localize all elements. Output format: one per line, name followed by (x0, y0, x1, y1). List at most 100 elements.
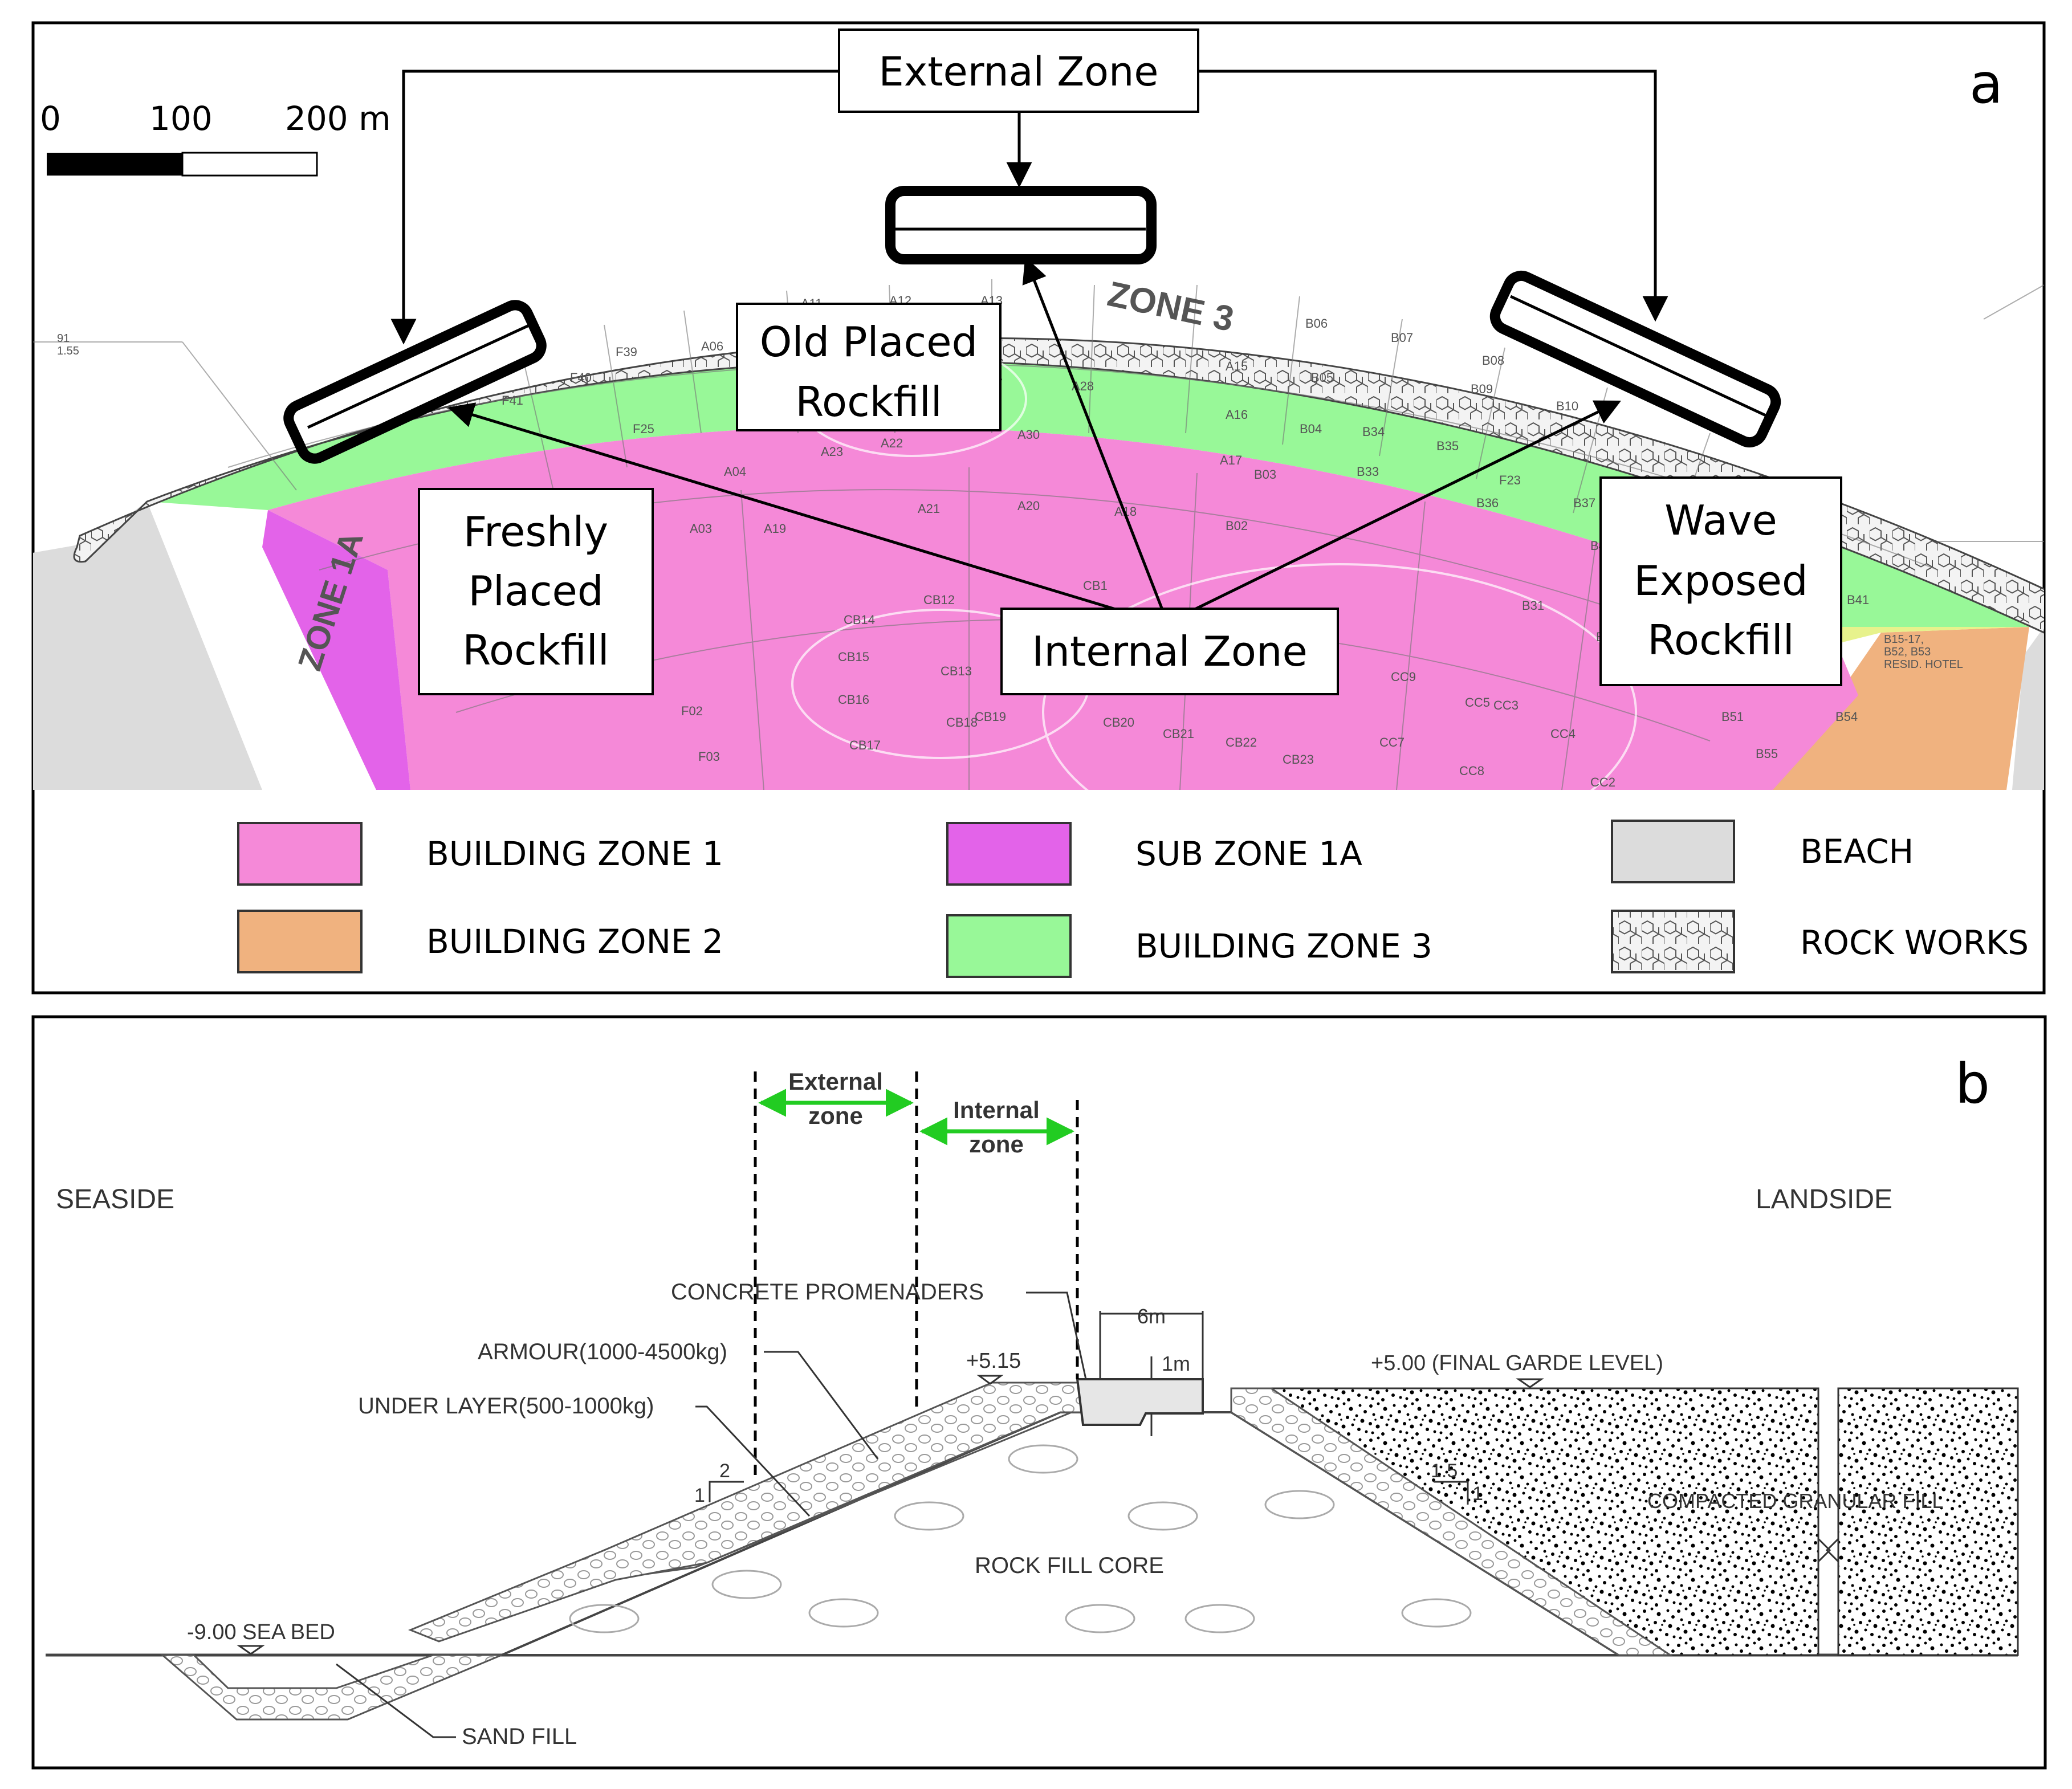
landside-armour-band (1230, 1387, 1673, 1656)
seaside-label: SEASIDE (56, 1184, 174, 1215)
plot-label: A30 (1017, 427, 1040, 442)
plot-label: F23 (1499, 473, 1521, 487)
panel-a: ZONE 3 ZONE 1A F39A06A11A12A13B06B07B08F… (31, 21, 2046, 995)
legend-building-zone-3: BUILDING ZONE 3 (946, 914, 1432, 978)
plot-label: B54 (1835, 710, 1858, 724)
plot-label: B51 (1721, 710, 1744, 724)
plot-label: CC9 (1391, 670, 1416, 684)
building-zone-3-area (147, 357, 2029, 627)
plot-label: B36 (1476, 496, 1499, 510)
legend-swatch (237, 910, 363, 973)
plot-label: B55 (1756, 747, 1778, 761)
scale-bar-white (181, 152, 318, 177)
legend-swatch (946, 914, 1072, 978)
svg-text:Rockfill: Rockfill (462, 626, 609, 674)
old-placed-rockfill-callout: Old Placed Rockfill (736, 303, 1002, 431)
svg-text:Placed: Placed (468, 567, 603, 615)
sea-bed-marker (237, 1645, 265, 1655)
seaward-slope-1: 1 (694, 1485, 705, 1506)
building-zone-2-area (1773, 627, 2029, 790)
crest-level-label: +5.15 (966, 1349, 1021, 1373)
legend-swatch (237, 822, 363, 886)
plot-label: CB20 (1103, 715, 1134, 730)
armour-label: ARMOUR(1000-4500kg) (478, 1339, 727, 1364)
plot-label: A06 (701, 339, 723, 353)
plot-label: B05 (1311, 370, 1333, 385)
external-left-connector (390, 70, 839, 345)
rock-fill-core-label: ROCK FILL CORE (975, 1553, 1164, 1578)
plot-label: CB12 (923, 593, 955, 607)
plot-label: B35 (1436, 439, 1459, 453)
callout-connectors (390, 70, 1668, 618)
plot-label: B31 (1522, 598, 1544, 613)
plot-label: A17 (1220, 453, 1242, 467)
plot-label: CC3 (1493, 698, 1519, 712)
external-zone-label-1: External (788, 1068, 883, 1095)
internal-zone-label-1: Internal (953, 1097, 1040, 1123)
compacted-fill-label: COMPACTED GRANULAR FILL (1647, 1489, 1943, 1513)
plot-label: CC8 (1459, 764, 1484, 778)
edge-labels: 911.55 (57, 332, 79, 357)
plot-label: CC5 (1465, 695, 1490, 710)
width-6m-label: 6m (1137, 1305, 1166, 1328)
svg-text:Freshly: Freshly (463, 508, 608, 556)
hotel-label: RESID. HOTEL (1884, 658, 1963, 671)
plot-label: B04 (1300, 422, 1322, 436)
concrete-leader (1026, 1291, 1087, 1380)
plot-label: CB15 (838, 650, 869, 664)
sand-fill-label: SAND FILL (462, 1724, 577, 1749)
panel-b-letter: b (1955, 1052, 1990, 1116)
plot-label: F41 (502, 393, 523, 407)
svg-text:Rockfill: Rockfill (1647, 616, 1794, 664)
internal-to-right (1190, 400, 1622, 613)
legend-swatch (946, 822, 1072, 886)
crest-level-marker (976, 1375, 1004, 1385)
plot-label: CB14 (844, 613, 875, 627)
under-layer-leader (695, 1405, 811, 1517)
plot-label: CC2 (1590, 775, 1615, 789)
plot-label: CC7 (1379, 735, 1405, 749)
toe-trench (160, 1654, 502, 1721)
plot-label: B41 (1847, 593, 1869, 607)
legend-rock-works: ROCK WORKS (1611, 910, 2029, 973)
plot-label: F25 (633, 422, 654, 436)
landward-slope-1: 1 (1472, 1483, 1483, 1505)
plot-label: A22 (881, 436, 903, 450)
edge-label: 1.55 (57, 345, 79, 357)
plot-label: B06 (1305, 316, 1328, 331)
panel-a-letter: a (1969, 52, 2003, 116)
plot-label: CC4 (1550, 727, 1576, 741)
svg-text:External Zone: External Zone (879, 48, 1159, 95)
seaward-slope-2: 2 (719, 1460, 730, 1482)
plot-label: CB23 (1283, 752, 1314, 767)
panel-b: b SEASIDE LANDSIDE (31, 1015, 2047, 1770)
svg-text:BUILDING ZONE 1: BUILDING ZONE 1 (426, 834, 723, 873)
scale-bar-black (47, 153, 182, 176)
box-inner-lines (307, 227, 1768, 429)
svg-text:Exposed: Exposed (1634, 557, 1808, 605)
plot-label: B33 (1357, 464, 1379, 479)
external-zone-label-2: zone (808, 1102, 863, 1129)
plot-label: F39 (616, 345, 637, 359)
beach-area (33, 502, 262, 790)
legend-swatch (1611, 910, 1735, 973)
landside-label: LANDSIDE (1756, 1184, 1892, 1215)
legend-sub-zone-1a: SUB ZONE 1A (946, 822, 1362, 886)
plot-label: CB1 (1083, 578, 1108, 593)
svg-text:BUILDING ZONE 2: BUILDING ZONE 2 (426, 922, 723, 961)
plot-label: F02 (681, 704, 703, 718)
external-right-connector (1199, 70, 1668, 322)
sea-bed-label: -9.00 SEA BED (187, 1620, 335, 1644)
plot-label: A20 (1017, 499, 1040, 513)
scale-bar: 0 100 200 m (40, 99, 391, 177)
internal-to-left (447, 402, 1141, 618)
svg-text:BUILDING ZONE 3: BUILDING ZONE 3 (1135, 927, 1432, 965)
legend-beach: BEACH (1611, 820, 1914, 883)
beach-area-right (2012, 627, 2044, 790)
legend: BUILDING ZONE 1 SUB ZONE 1A BEACH BUILDI… (237, 820, 2029, 978)
plot-label: B03 (1254, 467, 1276, 482)
sub-zone-1a-area (262, 510, 410, 790)
sand-fill-leader (336, 1663, 456, 1738)
